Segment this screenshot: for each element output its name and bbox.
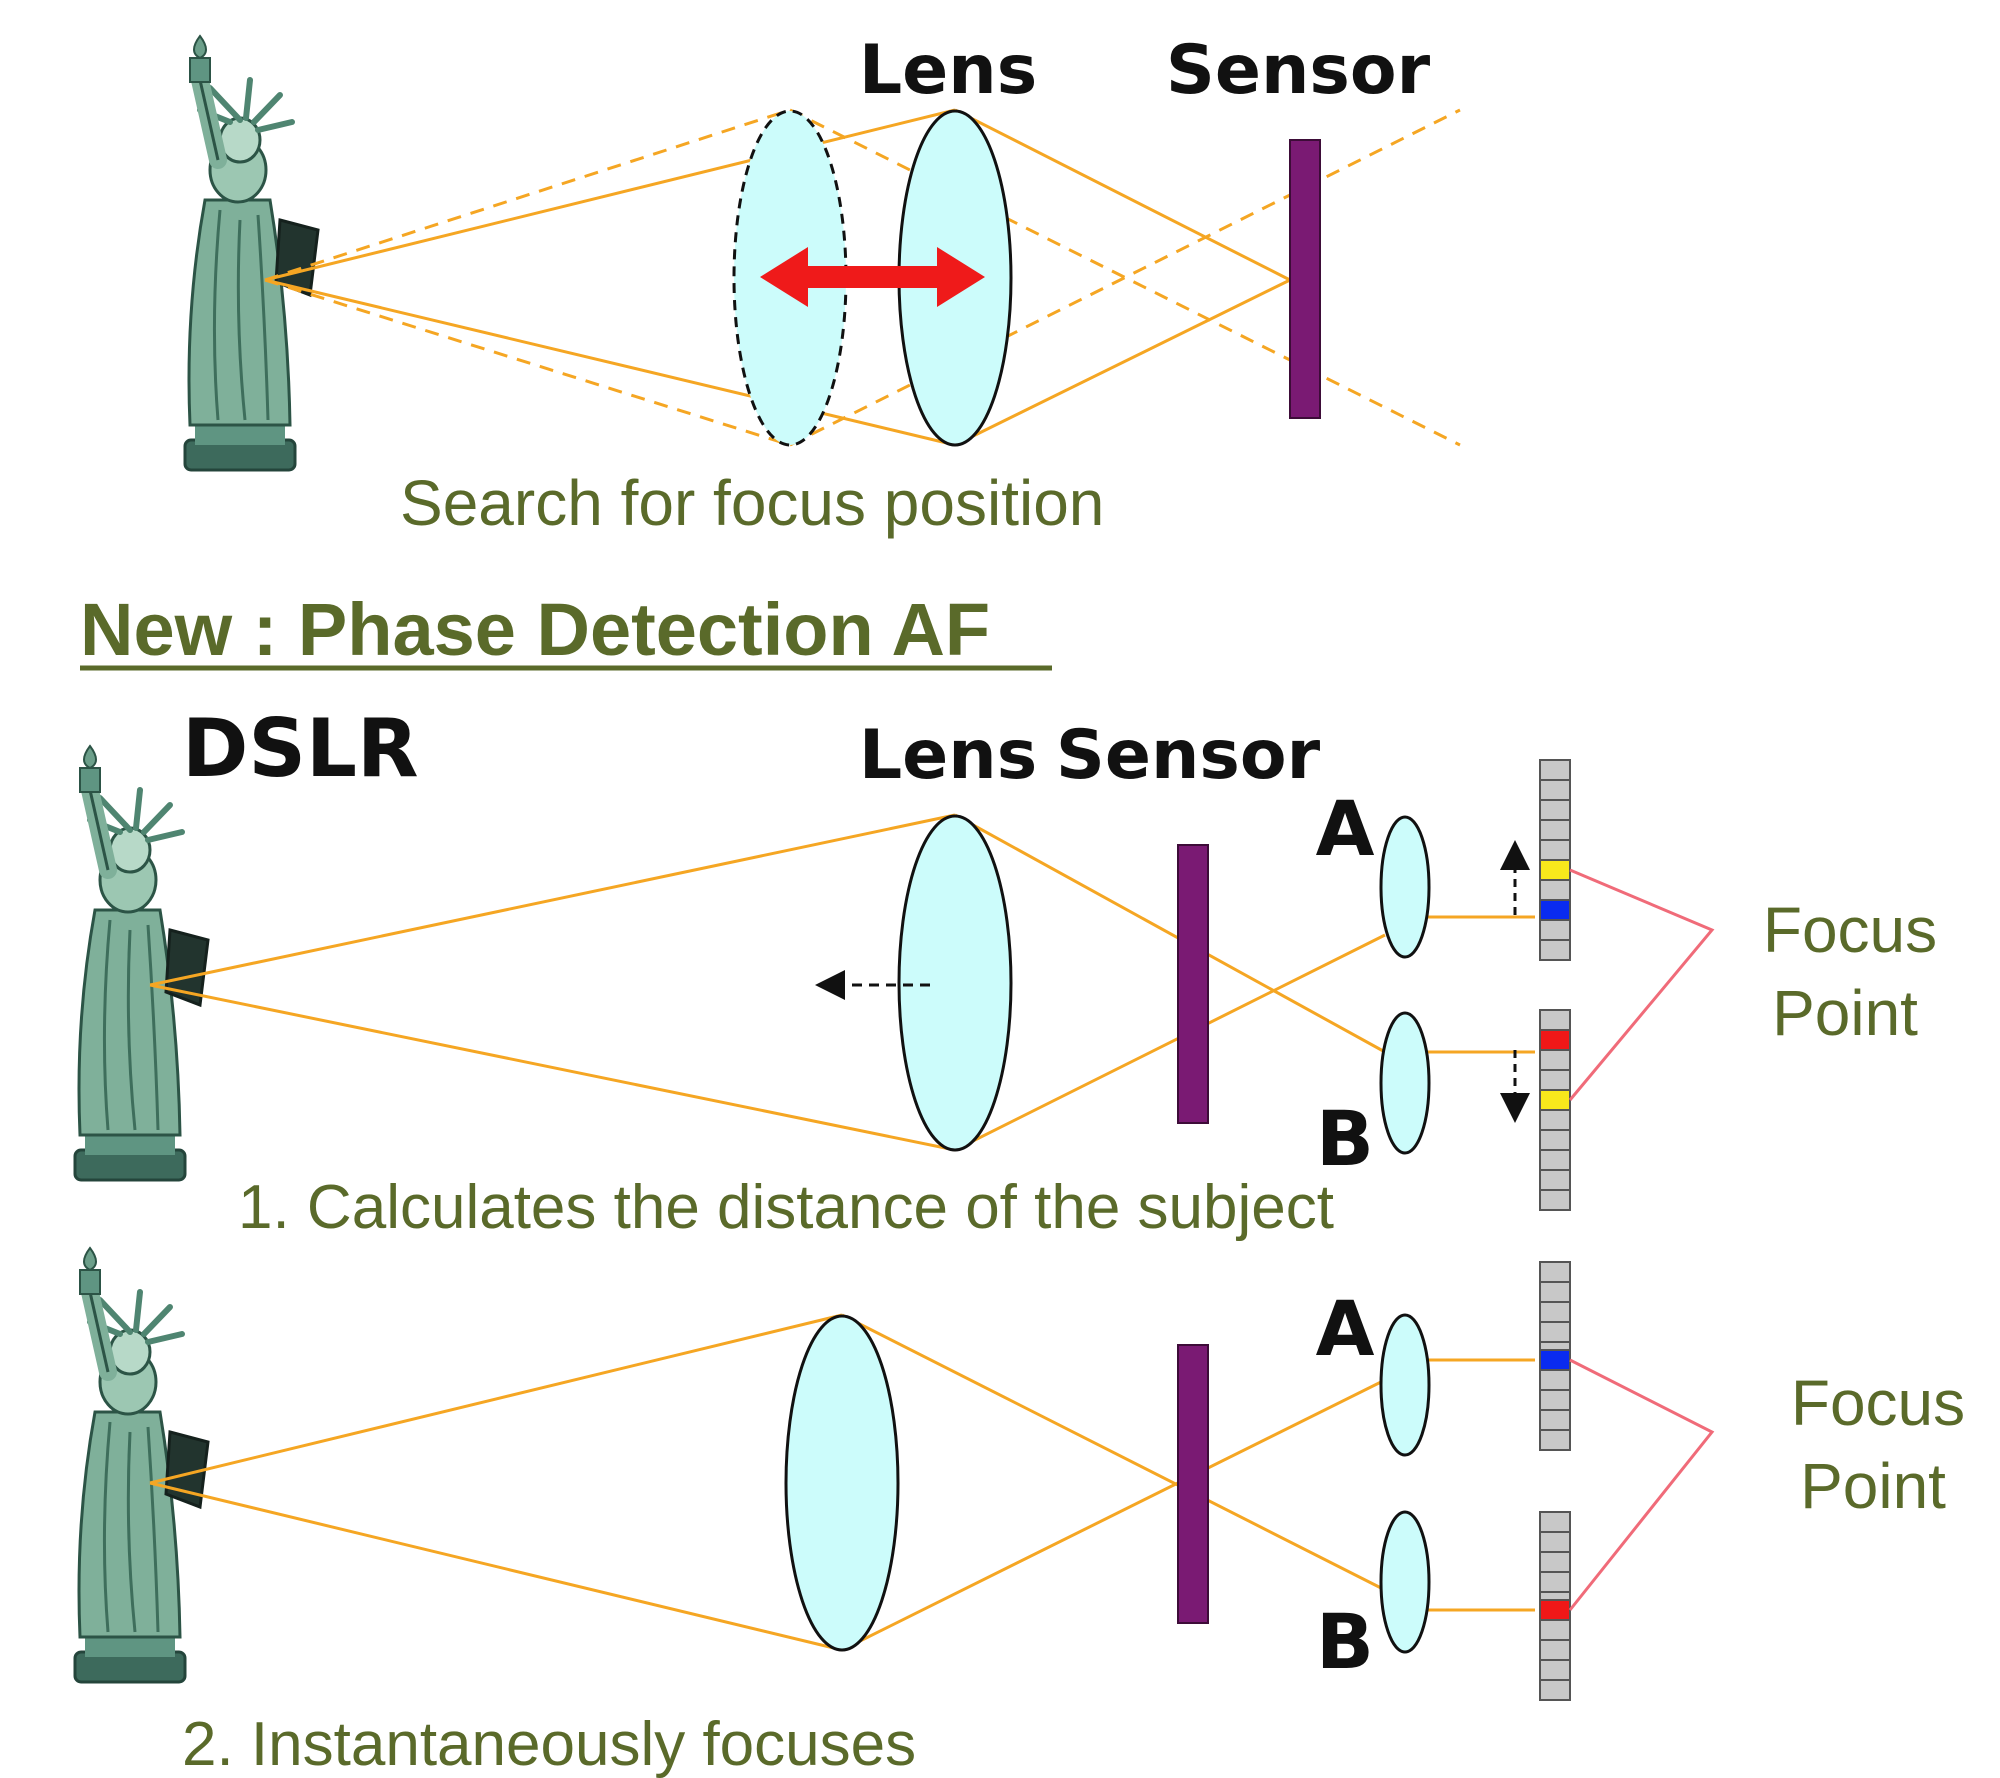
af-lens-b-label: B (1316, 1094, 1374, 1183)
solid-rays (264, 108, 1291, 447)
sensor-label: Sensor (1166, 31, 1431, 110)
focus-point-connector (1568, 868, 1715, 1101)
af-lens-b (1379, 1510, 1431, 1654)
caption: Search for focus position (400, 467, 1104, 539)
heading-title: New : Phase Detection AF (80, 588, 990, 671)
af-lens-a (1379, 1313, 1431, 1457)
caption: 1. Calculates the distance of the subjec… (238, 1173, 1334, 1242)
statue-of-liberty-icon (75, 746, 208, 1180)
focus-point-label-line1: Focus (1763, 894, 1937, 966)
af-lens-a-label: A (1316, 784, 1375, 873)
focus-point-label-line2: Point (1800, 1450, 1946, 1522)
sensor (1289, 139, 1321, 419)
top-section: Lens Sensor Search for focus position (185, 31, 1461, 539)
bottom-section: A B Focus Point 2. Instantaneously focus… (75, 1248, 1965, 1778)
sensor (1177, 844, 1209, 1124)
af-lens-b-label: B (1316, 1597, 1374, 1686)
sensor (1177, 1344, 1209, 1624)
af-lens-b (1379, 1011, 1431, 1155)
rays (149, 1313, 1535, 1652)
rays (149, 813, 1535, 1152)
lens (897, 814, 1013, 1152)
af-sensor-strip-a (1539, 759, 1571, 961)
lens-label: Lens (859, 716, 1037, 795)
af-sensor-strip-b (1539, 1009, 1571, 1211)
af-lens-a (1379, 815, 1431, 959)
af-sensor-strip-b (1539, 1511, 1571, 1701)
statue-of-liberty-icon (185, 36, 318, 470)
dslr-label: DSLR (182, 702, 419, 795)
middle-section: DSLR Lens Sensor A B Focus Point 1. Calc… (75, 702, 1937, 1242)
sensor-label: Sensor (1056, 716, 1321, 795)
caption: 2. Instantaneously focuses (182, 1710, 916, 1778)
section-heading: New : Phase Detection AF (80, 588, 1052, 671)
lens-label: Lens (859, 31, 1037, 110)
dashed-rays (264, 108, 1461, 447)
focus-point-connector (1568, 1358, 1715, 1611)
lens-movement-arrow (760, 247, 985, 307)
focus-point-label-line1: Focus (1791, 1367, 1965, 1439)
af-lens-a-label: A (1316, 1284, 1375, 1373)
lens (784, 1314, 900, 1652)
statue-of-liberty-icon (75, 1248, 208, 1682)
af-sensor-strip-a (1539, 1261, 1571, 1451)
focus-point-label-line2: Point (1772, 977, 1918, 1049)
